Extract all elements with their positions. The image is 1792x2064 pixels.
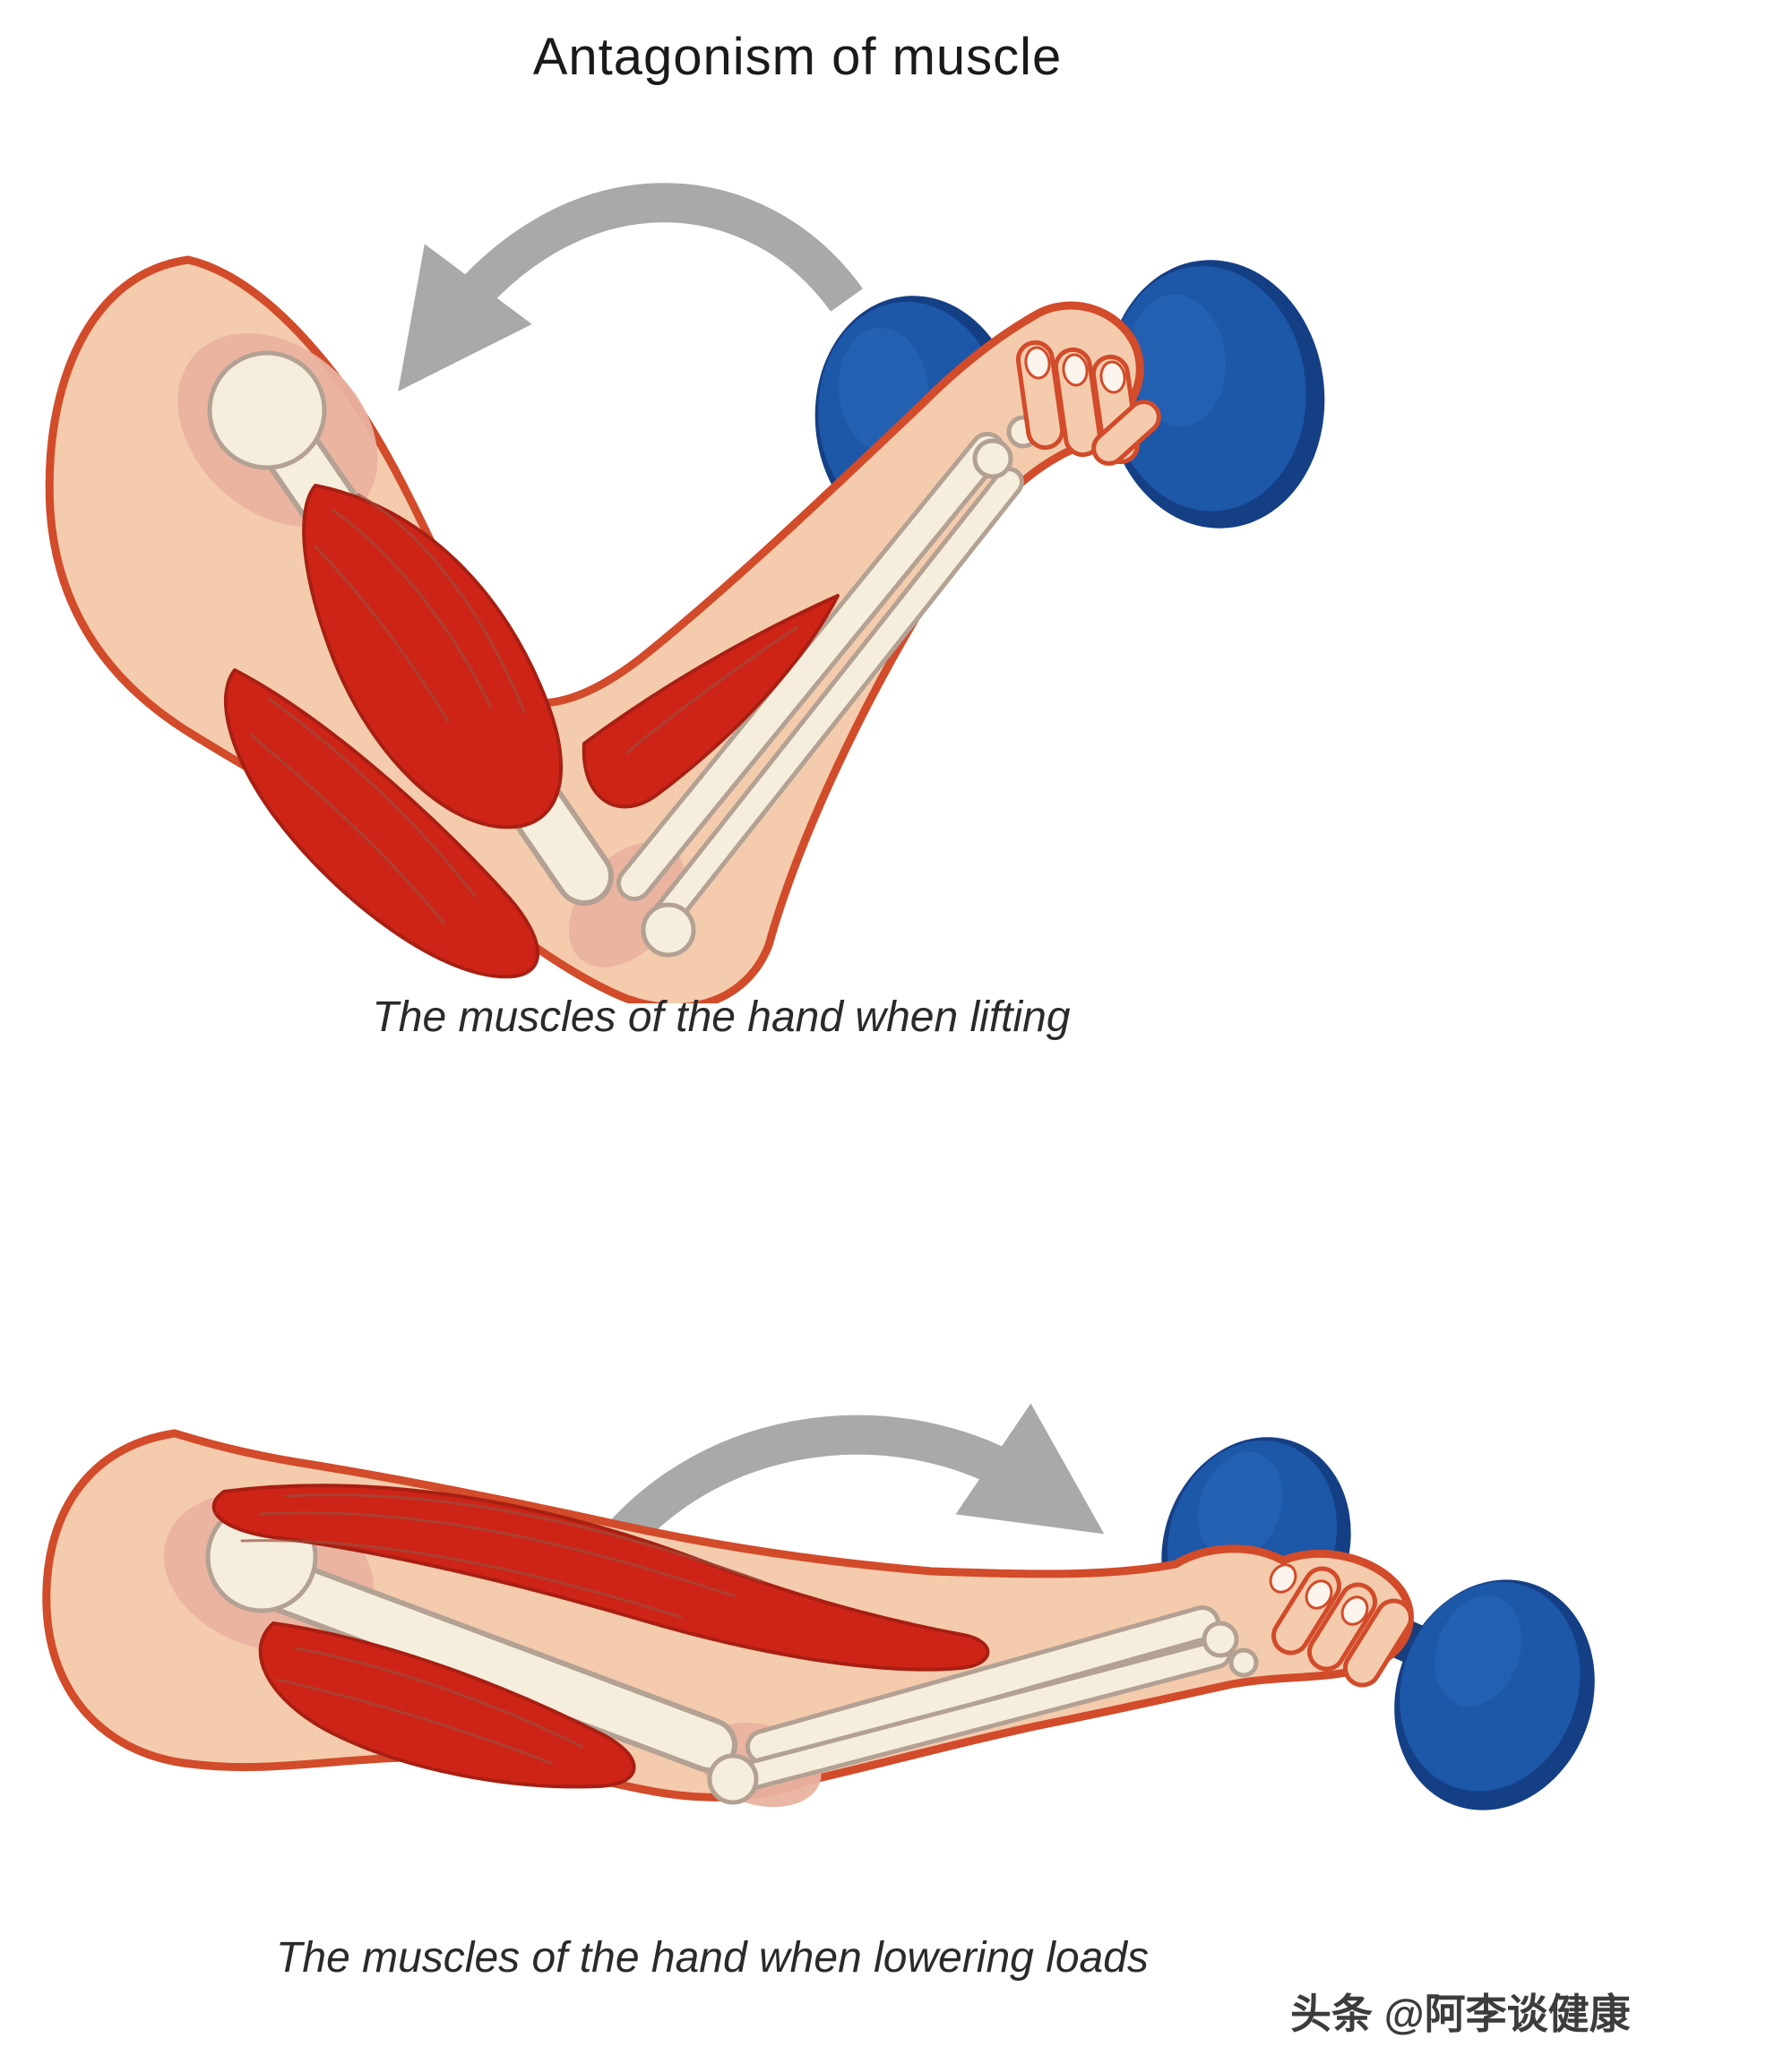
triceps-striation-2 <box>276 1678 553 1765</box>
forearm-flexor-muscle <box>582 594 840 809</box>
right-disc-face <box>1400 1581 1581 1792</box>
olecranon-bone <box>707 1753 759 1805</box>
triceps-muscle-contracted <box>258 1621 636 1789</box>
biceps-striation-2 <box>357 493 526 714</box>
humerus-bone <box>205 1501 737 1773</box>
biceps-striation-3 <box>314 545 450 723</box>
right-disc-highlight <box>1434 1595 1522 1707</box>
fingernail-1 <box>1024 346 1051 380</box>
gripping-hand-fingers <box>1015 340 1161 466</box>
fingernail-1 <box>1269 1563 1297 1594</box>
lift-direction-arrow-icon <box>398 183 863 391</box>
carpal-bone-2 <box>1228 1647 1259 1678</box>
fingernail-3 <box>1340 1595 1369 1626</box>
forearm-flexor-body <box>582 594 840 809</box>
olecranon-bone <box>641 902 696 958</box>
fingernail-2 <box>1305 1579 1333 1610</box>
fingernail-3 <box>1099 360 1126 394</box>
thumb <box>1091 400 1161 466</box>
humerus-head <box>207 350 327 470</box>
lifting-figure-illustration <box>45 183 1325 1003</box>
left-disc-highlight <box>1197 1451 1283 1561</box>
dumbbell-right-disc <box>1394 1579 1595 1810</box>
flexed-arm <box>45 255 1144 1003</box>
triceps-striation-1 <box>267 697 477 898</box>
fingernail-2 <box>1062 353 1089 387</box>
carpal-bone-1 <box>972 438 1013 479</box>
forearm-striation-1 <box>625 625 799 754</box>
biceps-body <box>302 484 564 830</box>
gripping-hand-fingers <box>1269 1563 1413 1688</box>
forearm-bones <box>707 1605 1259 1805</box>
right-disc-highlight <box>1128 294 1227 427</box>
lift-arrow-curve <box>398 183 863 391</box>
lowering-caption: The muscles of the hand when lowering lo… <box>276 1934 1149 1982</box>
right-disc-face <box>1107 266 1306 512</box>
forearm-bones <box>616 415 1040 958</box>
finger-3 <box>1343 1598 1413 1688</box>
lifting-caption: The muscles of the hand when lifting <box>372 993 1071 1041</box>
humerus-shaft <box>257 1561 732 1767</box>
ulna-bone <box>654 471 1020 928</box>
biceps-muscle-contracted <box>302 484 564 830</box>
biceps-striation-2 <box>240 1539 683 1619</box>
biceps-striation-3 <box>285 1493 763 1583</box>
lowering-figure-illustration <box>42 1403 1595 1810</box>
extended-arm <box>42 1429 1414 1808</box>
biceps-body <box>211 1484 990 1672</box>
triceps-striation-1 <box>294 1647 584 1749</box>
triceps-body <box>223 668 539 979</box>
biceps-striation-1 <box>332 509 493 710</box>
triceps-body <box>258 1621 636 1789</box>
triceps-muscle-stretched <box>223 668 539 979</box>
radius-bone <box>750 1610 1216 1760</box>
page-title: Antagonism of muscle <box>532 28 1063 86</box>
biceps-muscle-stretched <box>211 1484 990 1672</box>
triceps-striation-2 <box>249 733 445 924</box>
biceps-striation-1 <box>258 1511 737 1598</box>
radius-bone <box>621 436 1001 897</box>
ulna-bone <box>740 1643 1228 1786</box>
carpal-bone-1 <box>1202 1621 1239 1658</box>
dumbbell-right-disc <box>1105 260 1325 529</box>
watermark-text: 头条 @阿李谈健康 <box>1290 1991 1631 2037</box>
